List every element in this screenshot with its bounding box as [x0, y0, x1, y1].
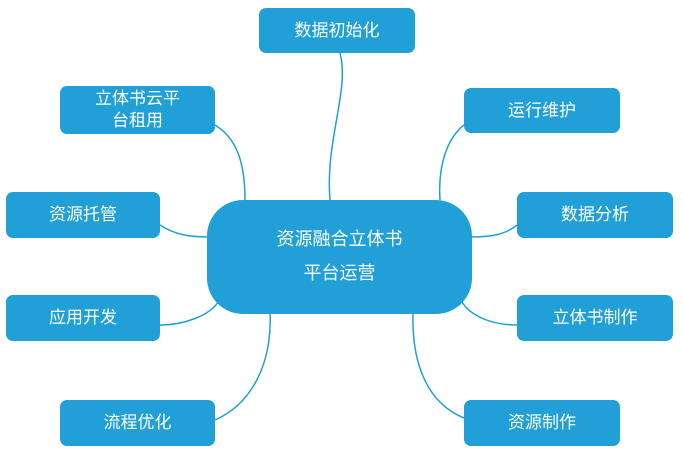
node-data-init[interactable]: 数据初始化: [259, 8, 415, 53]
connector-hosting: [159, 224, 211, 238]
connector-maintenance: [438, 124, 465, 201]
node-maintenance[interactable]: 运行维护: [464, 88, 620, 133]
connector-app-dev: [159, 301, 219, 326]
node-app-dev[interactable]: 应用开发: [6, 295, 160, 341]
connector-book-make: [461, 301, 518, 326]
connector-rental: [214, 124, 246, 201]
node-process-opt[interactable]: 流程优化: [60, 400, 215, 446]
node-hosting[interactable]: 资源托管: [6, 192, 160, 238]
node-book-make[interactable]: 立体书制作: [517, 295, 673, 341]
connector-analysis: [469, 224, 518, 238]
connector-process-opt: [214, 313, 271, 421]
central-topic-line1: 资源融合立体书: [276, 229, 403, 250]
connector-resource-make: [412, 313, 465, 419]
node-analysis[interactable]: 数据分析: [517, 192, 673, 238]
node-resource-make[interactable]: 资源制作: [464, 400, 620, 446]
central-topic-line2: 平台运营: [303, 263, 376, 284]
node-rental[interactable]: 立体书云平台租用: [60, 86, 215, 134]
connector-data-init: [328, 52, 344, 201]
central-topic[interactable]: 资源融合立体书 平台运营: [207, 200, 472, 314]
